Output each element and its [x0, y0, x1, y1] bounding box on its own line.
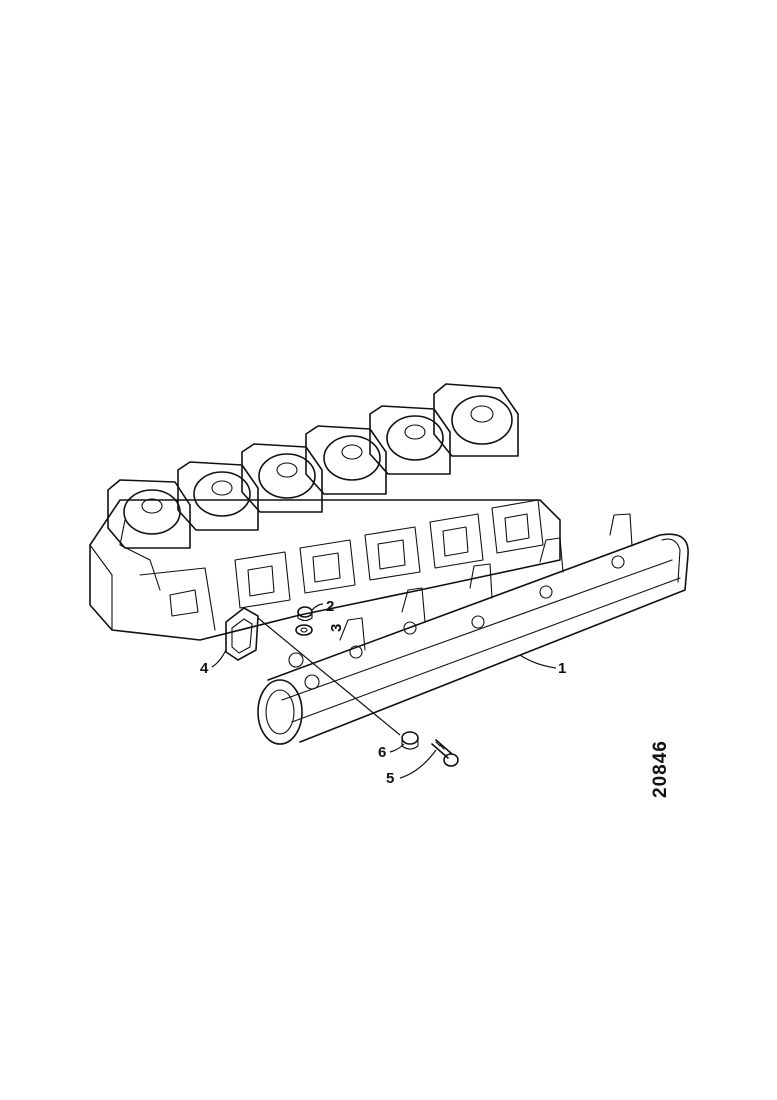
- rocker-covers: [107, 383, 519, 549]
- rocker-cover-4: [305, 425, 387, 495]
- rocker-cover-6: [433, 383, 519, 457]
- exhaust-manifold: [257, 513, 689, 745]
- callout-4: 4: [200, 660, 209, 677]
- callout-5: 5: [386, 770, 394, 787]
- fasteners: [257, 606, 459, 767]
- callout-leaders: [211, 603, 557, 779]
- callout-2: 2: [326, 598, 334, 615]
- callout-6: 6: [378, 744, 386, 761]
- callout-3: 3: [328, 624, 345, 632]
- nut-part-2: [297, 606, 313, 622]
- washer-part-3: [295, 624, 313, 636]
- callout-1: 1: [558, 660, 566, 677]
- spacer-part-6: [401, 731, 419, 750]
- gasket: [225, 607, 259, 661]
- drawing-reference-number: 20846: [650, 740, 671, 798]
- engine-block: [89, 499, 561, 641]
- stud-part-5: [431, 739, 459, 767]
